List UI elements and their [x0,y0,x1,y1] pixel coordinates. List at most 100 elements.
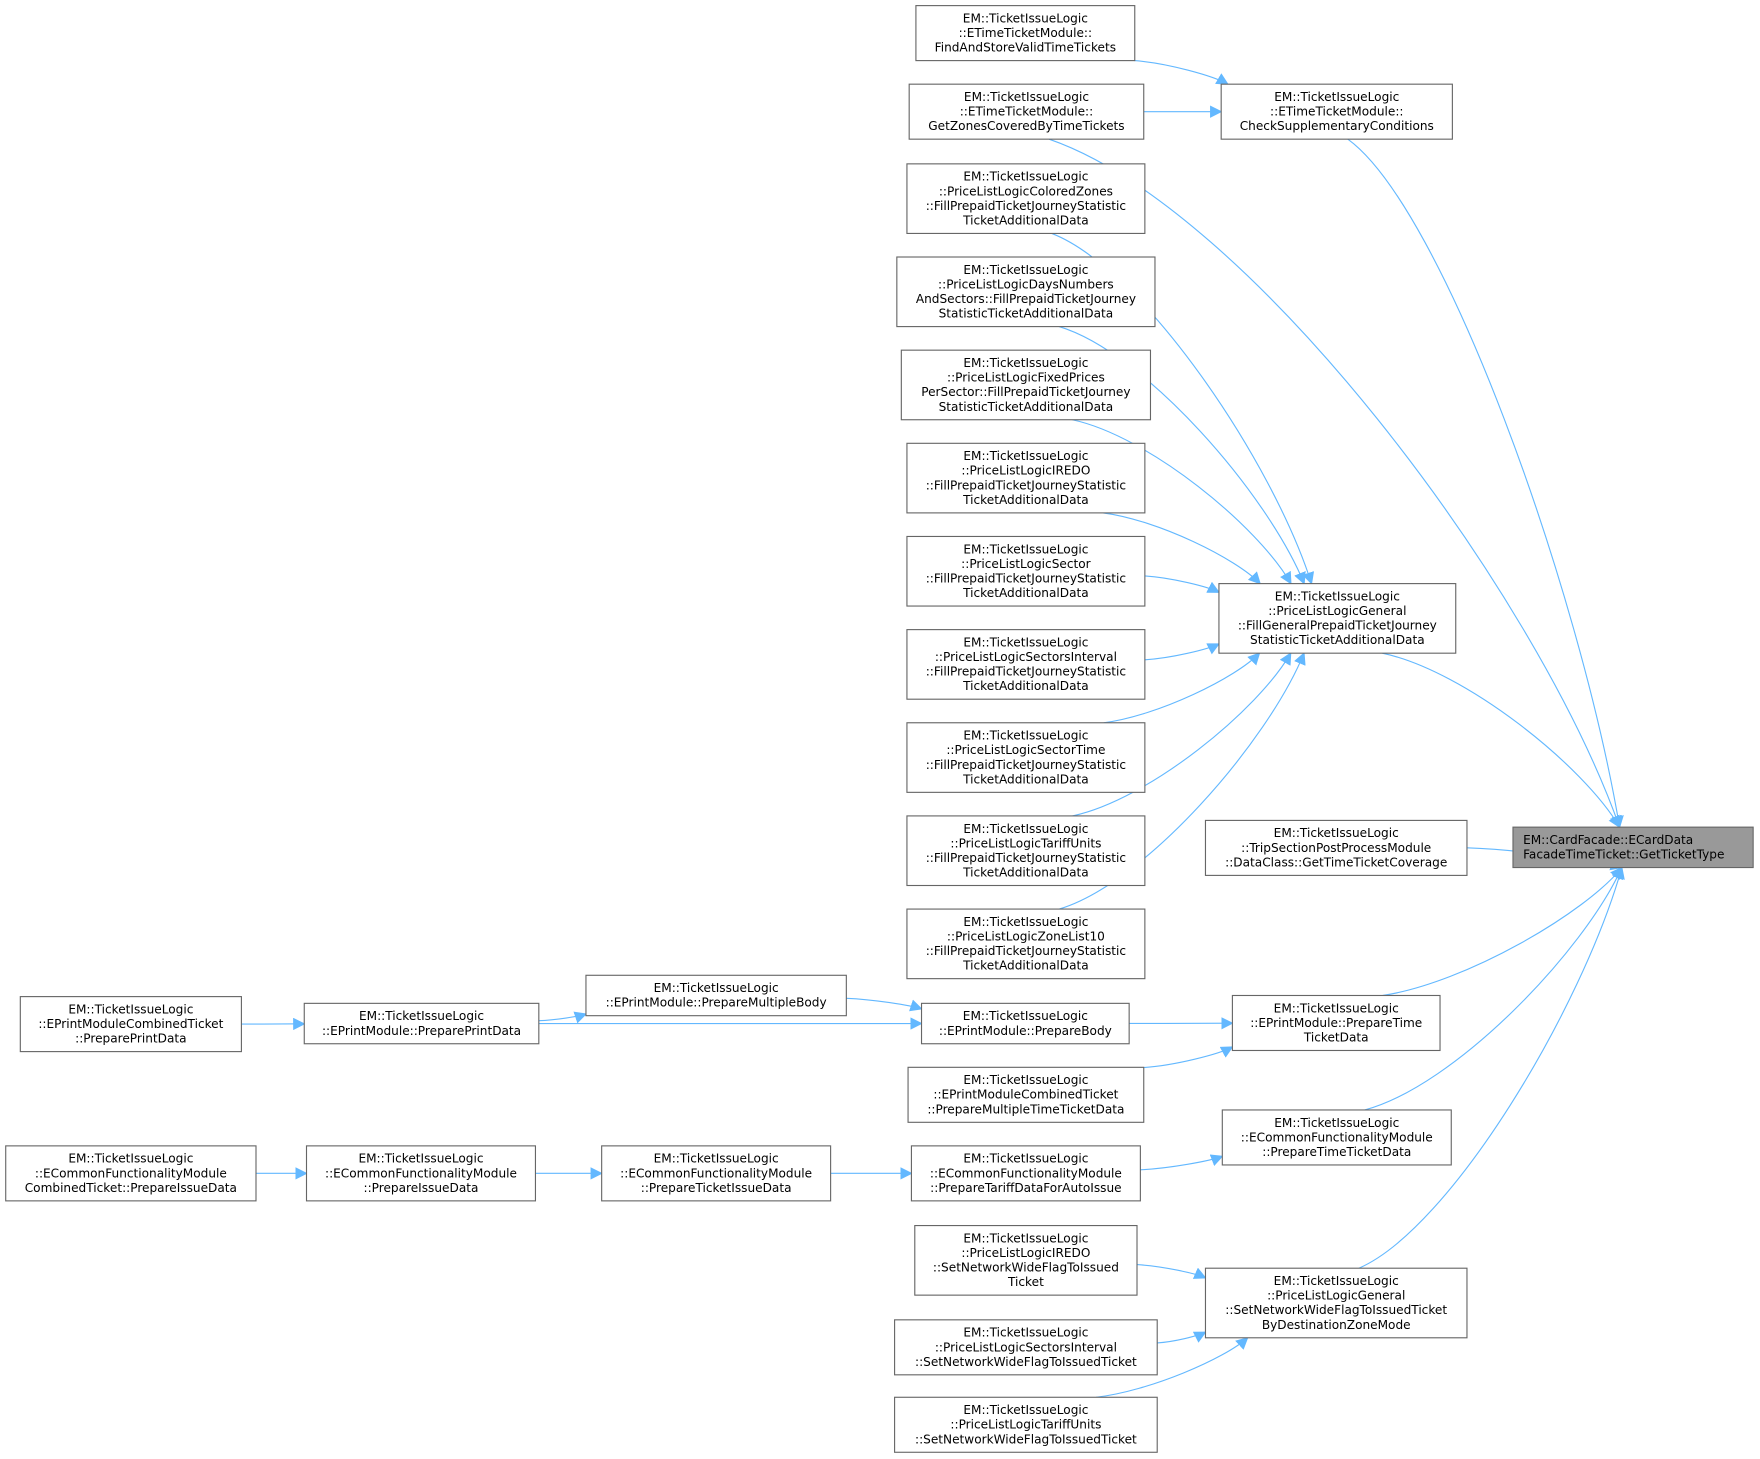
node-label-line: ::ETimeTicketModule:: [959,26,1092,40]
caller-function-node[interactable]: EM::TicketIssueLogic::EPrintModule::Prep… [920,1002,1130,1045]
call-edge-arrow [1382,652,1621,829]
node-label-line: TicketAdditionalData [962,213,1089,227]
node-box [906,442,1146,514]
caller-function-node[interactable]: EM::TicketIssueLogic::EPrintModule::Prep… [303,1002,540,1045]
node-box [1218,583,1457,654]
caller-function-node[interactable]: EM::TicketIssueLogic::ECommonFunctionali… [5,1145,257,1202]
node-label-line: ::PrepareTariffDataForAutoIssue [930,1181,1121,1195]
node-box [894,1396,1158,1453]
node-label-line: ::ECommonFunctionalityModule [620,1166,812,1180]
node-label-line: ::PriceListLogicDaysNumbers [938,277,1114,291]
caller-function-node[interactable]: EM::TicketIssueLogic::PriceListLogicZone… [906,908,1146,980]
node-label-line: ::PriceListLogicTariffUnits [950,1418,1101,1432]
call-edge-arrow [1136,1264,1207,1279]
node-box [601,1145,832,1202]
caller-function-node[interactable]: EM::TicketIssueLogic::PriceListLogicIRED… [906,442,1146,514]
call-edge-arrow [1143,1046,1234,1069]
node-label-line: EM::TicketIssueLogic [963,263,1088,277]
node-label-line: ::PriceListLogicSectorsInterval [935,1340,1117,1354]
caller-function-node[interactable]: EM::TicketIssueLogic::PriceListLogicSect… [906,629,1146,700]
caller-function-node[interactable]: EM::TicketIssueLogic::ECommonFunctionali… [305,1145,537,1202]
caller-function-node[interactable]: EM::TicketIssueLogic::ETimeTicketModule:… [1220,83,1453,140]
node-label-line: EM::TicketIssueLogic [963,635,1088,649]
node-label-line: ::PriceListLogicIREDO [961,464,1090,478]
node-label-line: ::TripSectionPostProcessModule [1241,841,1431,855]
caller-function-node[interactable]: EM::TicketIssueLogic::PriceListLogicColo… [906,163,1146,235]
node-label-line: FindAndStoreValidTimeTickets [935,41,1116,55]
call-edge-arrow [1095,1336,1249,1398]
node-label-line: ::PriceListLogicGeneral [1267,1289,1405,1303]
caller-function-node[interactable]: EM::TicketIssueLogic::EPrintModuleCombin… [907,1066,1145,1123]
node-label-line: EM::TicketIssueLogic [963,1326,1088,1340]
caller-function-node[interactable]: EM::TicketIssueLogic::PriceListLogicGene… [1204,1267,1468,1339]
caller-function-node[interactable]: EM::TicketIssueLogic::ECommonFunctionali… [601,1145,832,1202]
caller-function-node[interactable]: EM::TicketIssueLogic::ETimeTicketModule:… [908,83,1145,140]
node-label-line: ::SetNetworkWideFlagToIssued [933,1261,1119,1275]
node-label-line: StatisticTicketAdditionalData [1250,633,1425,647]
caller-function-node[interactable]: EM::TicketIssueLogic::PriceListLogicSect… [906,722,1146,793]
node-label-line: EM::TicketIssueLogic [1274,1001,1399,1015]
node-label-line: ::PriceListLogicSector [961,557,1090,571]
node-label-line: EM::TicketIssueLogic [963,356,1088,370]
call-edge-arrow [1072,652,1292,817]
caller-function-node[interactable]: EM::TicketIssueLogic::TripSectionPostPro… [1204,819,1468,876]
call-edge-arrow [1347,138,1624,829]
caller-function-node[interactable]: EM::TicketIssueLogic::PriceListLogicSect… [906,535,1146,607]
caller-function-node[interactable]: EM::TicketIssueLogic::ETimeTicketModule:… [915,5,1136,62]
node-label-line: TicketAdditionalData [962,772,1089,786]
target-function-node[interactable]: EM::CardFacade::ECardDataFacadeTimeTicke… [1512,826,1754,869]
node-label-line: TicketAdditionalData [962,493,1089,507]
node-label-line: EM::TicketIssueLogic [963,915,1088,929]
node-label-line: StatisticTicketAdditionalData [939,307,1114,321]
node-label-line: EM::TicketIssueLogic [963,1231,1088,1245]
node-label-line: ::EPrintModule::PrepareMultipleBody [606,996,827,1010]
call-edge-arrow [1072,419,1292,585]
caller-function-node[interactable]: EM::TicketIssueLogic::EPrintModuleCombin… [19,996,242,1053]
node-label-line: ::PriceListLogicSectorsInterval [935,650,1117,664]
call-edge-arrow [1382,866,1623,997]
caller-function-node[interactable]: EM::TicketIssueLogic::EPrintModule::Prep… [1231,994,1441,1052]
node-label-line: ::FillPrepaidTicketJourneyStatistic [926,944,1126,958]
caller-function-node[interactable]: EM::TicketIssueLogic::PriceListLogicIRED… [914,1224,1138,1296]
node-box [896,256,1156,328]
caller-function-node[interactable]: EM::TicketIssueLogic::PriceListLogicTari… [906,815,1146,887]
node-label-line: ByDestinationZoneMode [1262,1318,1411,1332]
node-label-line: AndSectors::FillPrepaidTicketJourney [916,292,1136,306]
node-label-line: EM::TicketIssueLogic [68,1002,193,1016]
caller-function-node[interactable]: EM::TicketIssueLogic::PriceListLogicGene… [1218,583,1457,654]
call-edge-arrow [1103,652,1261,724]
node-label-line: ::EPrintModule::PrepareBody [939,1024,1112,1038]
caller-function-node[interactable]: EM::TicketIssueLogic::EPrintModule::Prep… [585,974,847,1017]
node-label-line: EM::TicketIssueLogic [1274,1116,1399,1130]
node-label-line: ::PrepareTicketIssueData [641,1181,792,1195]
caller-function-node[interactable]: EM::TicketIssueLogic::PriceListLogicFixe… [900,349,1152,421]
node-label-line: EM::CardFacade::ECardData [1523,833,1693,847]
node-label-line: ::FillPrepaidTicketJourneyStatistic [926,478,1126,492]
node-label-line: ::SetNetworkWideFlagToIssuedTicket [915,1355,1137,1369]
node-label-line: StatisticTicketAdditionalData [939,400,1114,414]
node-label-line: GetZonesCoveredByTimeTickets [928,119,1124,133]
node-box [906,535,1146,607]
caller-function-node[interactable]: EM::TicketIssueLogic::PriceListLogicSect… [894,1319,1158,1376]
call-edge-arrow [1140,1154,1224,1171]
node-label-line: CheckSupplementaryConditions [1240,119,1434,133]
call-edge-arrow [846,997,923,1012]
caller-function-node[interactable]: EM::TicketIssueLogic::ECommonFunctionali… [910,1145,1141,1202]
node-label-line: ::FillPrepaidTicketJourneyStatistic [926,665,1126,679]
node-box [305,1145,537,1202]
nodes-layer: EM::CardFacade::ECardDataFacadeTimeTicke… [5,5,1754,1453]
node-label-line: CombinedTicket::PrepareIssueData [25,1181,237,1195]
call-edge-arrow [1058,326,1306,585]
node-label-line: EM::TicketIssueLogic [963,170,1088,184]
node-box [585,974,847,1017]
caller-function-node[interactable]: EM::TicketIssueLogic::PriceListLogicDays… [896,256,1156,328]
node-label-line: EM::TicketIssueLogic [1274,826,1399,840]
node-label-line: ::DataClass::GetTimeTicketCoverage [1225,855,1447,869]
node-label-line: ::EPrintModuleCombinedTicket [933,1088,1118,1102]
node-label-line: EM::TicketIssueLogic [654,1152,779,1166]
caller-function-node[interactable]: EM::TicketIssueLogic::PriceListLogicTari… [894,1396,1158,1453]
caller-function-node[interactable]: EM::TicketIssueLogic::ECommonFunctionali… [1221,1109,1452,1166]
node-box [906,815,1146,887]
node-box [1204,819,1468,876]
